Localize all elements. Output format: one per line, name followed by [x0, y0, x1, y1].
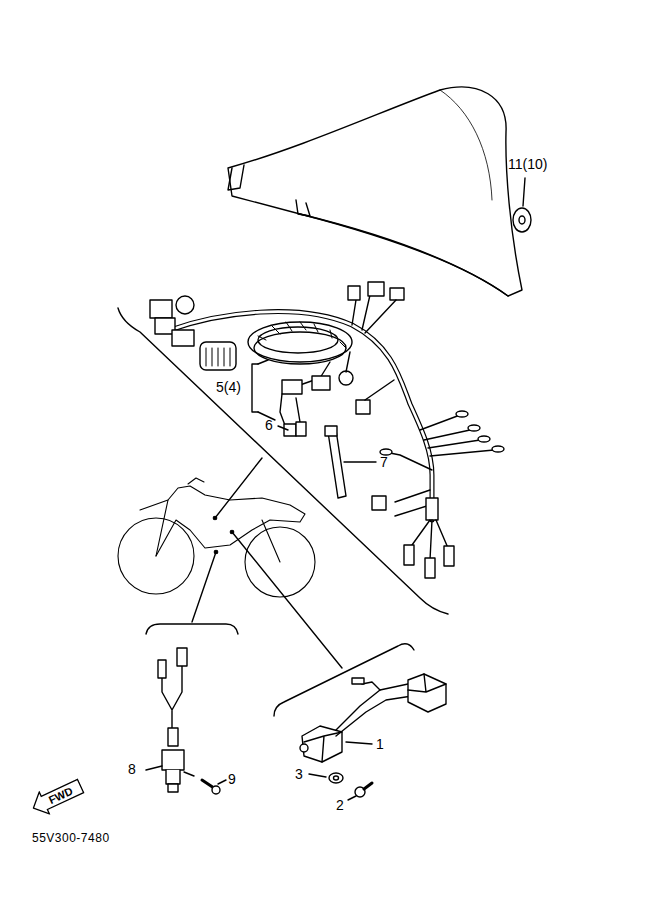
callout-number: 11(10) [508, 157, 547, 171]
relay-unit [300, 674, 446, 797]
leader-line [348, 796, 356, 800]
callout-bracket [252, 364, 258, 412]
callout-number: 3 [295, 767, 303, 781]
region-bracket [118, 308, 448, 614]
leader-line [309, 774, 326, 777]
fender [228, 87, 531, 296]
callout-number: 1 [376, 737, 384, 751]
sensor-switch [158, 648, 220, 794]
diagram-code: 55V300-7480 [32, 832, 110, 844]
callout-number: 5(4) [216, 380, 241, 394]
region-bracket [146, 624, 238, 634]
pointer-line [215, 458, 262, 518]
callout-number: 7 [380, 455, 388, 469]
leader-line [523, 178, 525, 206]
region-bracket [274, 644, 414, 716]
leader-line [344, 461, 376, 462]
callout-number: 8 [128, 762, 136, 776]
leader-line [258, 360, 268, 364]
direction-arrow: FWD [27, 774, 87, 820]
leader-line [346, 742, 372, 744]
callout-number: 6 [265, 418, 273, 432]
pointer-line [232, 532, 342, 668]
leader-line [218, 780, 226, 784]
leader-line [146, 766, 162, 770]
motorcycle-silhouette [118, 478, 315, 597]
wire-harness [150, 282, 504, 578]
callout-number: 9 [228, 772, 236, 786]
pointer-line [192, 552, 216, 622]
callout-number: 2 [336, 798, 344, 812]
leader-line [278, 426, 288, 430]
